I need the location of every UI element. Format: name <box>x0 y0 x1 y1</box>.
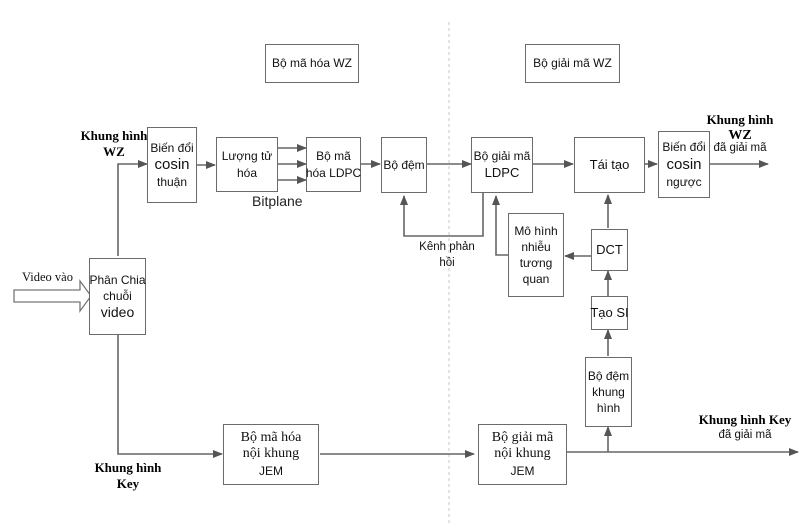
block-text: Phân Chia <box>89 272 146 287</box>
block-side-info-generation[interactable]: Tạo SI <box>590 296 629 330</box>
block-text: video <box>100 304 135 321</box>
label-text: Key <box>116 475 140 491</box>
label-key-frame: Khung hình Key <box>88 460 168 491</box>
label-feedback-channel: Kênh phản hồi <box>414 240 480 271</box>
decoder-title-text: Bộ giải mã WZ <box>533 56 612 71</box>
block-ldpc-encoder[interactable]: Bộ mã hóa LDPC <box>306 137 361 192</box>
arrow-split-to-intra-encoder <box>117 334 223 458</box>
label-key-decoded: Khung hình Key đã giải mã <box>688 412 802 443</box>
block-text: nhiễu <box>521 239 551 254</box>
block-intra-encoder-jem[interactable]: Bộ mã hóa nội khung JEM <box>223 424 319 485</box>
label-text: đã giải mã <box>718 428 772 441</box>
block-text: tương <box>519 256 553 270</box>
video-input-arrow <box>13 279 92 313</box>
label-video-in: Video vào <box>22 270 73 285</box>
block-dct[interactable]: DCT <box>591 229 628 271</box>
decoder-section-title: Bộ giải mã WZ <box>525 44 620 83</box>
block-text: Bộ mã hóa <box>240 430 302 446</box>
label-text: đã giải mã <box>713 142 767 155</box>
encoder-section-title: Bộ mã hóa WZ <box>265 44 359 83</box>
block-text: Tạo SI <box>590 305 629 321</box>
label-text: Khung hình Key <box>698 412 792 427</box>
block-text: DCT <box>596 242 623 258</box>
block-text: LDPC <box>484 165 520 181</box>
block-text: ngược <box>666 174 702 189</box>
block-text: hình <box>596 401 621 416</box>
label-text: Video vào <box>22 270 73 284</box>
block-text: Biến đổi <box>150 140 194 155</box>
label-wz-frame: Khung hình WZ <box>78 128 150 159</box>
label-text: WZ <box>103 143 125 159</box>
block-text: Bộ mã <box>316 149 351 164</box>
block-text: cosin <box>154 156 190 173</box>
block-buffer[interactable]: Bộ đệm <box>381 137 427 193</box>
encoder-title-text: Bộ mã hóa WZ <box>271 56 353 71</box>
label-text: Khung hình <box>706 112 774 127</box>
block-text: Mô hình <box>514 223 558 238</box>
block-text: Tái tạo <box>589 157 630 173</box>
block-text: nội khung <box>242 446 300 462</box>
block-text: Biến đổi <box>662 140 706 155</box>
block-frame-buffer[interactable]: Bộ đệm khung hình <box>585 357 632 427</box>
block-text: JEM <box>510 463 535 478</box>
block-text: nội khung <box>494 446 551 462</box>
block-ldpc-decoder[interactable]: Bộ giải mã LDPC <box>471 137 533 193</box>
block-text: thuận <box>156 175 188 189</box>
label-text: Khung hình <box>80 128 148 143</box>
label-text: Khung hình <box>94 460 162 475</box>
label-bitplane: Bitplane <box>252 193 303 209</box>
label-text: Bitplane <box>252 193 303 209</box>
block-text: Bộ giải mã <box>473 149 531 164</box>
block-text: Bộ đệm <box>383 157 425 172</box>
block-forward-dct[interactable]: Biến đổi cosin thuận <box>147 127 197 203</box>
block-text: hóa LDPC <box>305 165 362 180</box>
block-inverse-dct[interactable]: Biến đổi cosin ngược <box>658 131 710 198</box>
block-text: quan <box>522 272 550 287</box>
block-text: Lượng tử <box>221 149 273 164</box>
block-video-splitter[interactable]: Phân Chia chuỗi video <box>89 258 146 335</box>
label-text: WZ <box>728 127 752 143</box>
block-quantizer[interactable]: Lượng tử hóa <box>216 137 278 192</box>
block-text: chuỗi <box>103 289 132 304</box>
arrow-split-to-dct-forward <box>117 160 148 256</box>
block-reconstruction[interactable]: Tái tạo <box>574 137 645 193</box>
block-text: hóa <box>236 165 258 180</box>
label-text: Kênh phản <box>419 241 475 253</box>
block-text: Bộ giải mã <box>491 430 554 446</box>
label-text: hồi <box>439 256 455 269</box>
arrow-feedback-channel <box>400 193 484 237</box>
block-text: khung <box>592 384 625 399</box>
block-intra-decoder-jem[interactable]: Bộ giải mã nội khung JEM <box>478 424 567 485</box>
arrow-noise-model-to-ldpc <box>492 195 508 256</box>
block-correlation-noise-model[interactable]: Mô hình nhiễu tương quan <box>508 213 564 297</box>
block-text: JEM <box>259 463 283 478</box>
block-text: cosin <box>666 155 702 173</box>
label-wz-decoded: Khung hình WZ đã giải mã <box>700 112 780 157</box>
block-text: Bộ đệm <box>587 368 630 383</box>
